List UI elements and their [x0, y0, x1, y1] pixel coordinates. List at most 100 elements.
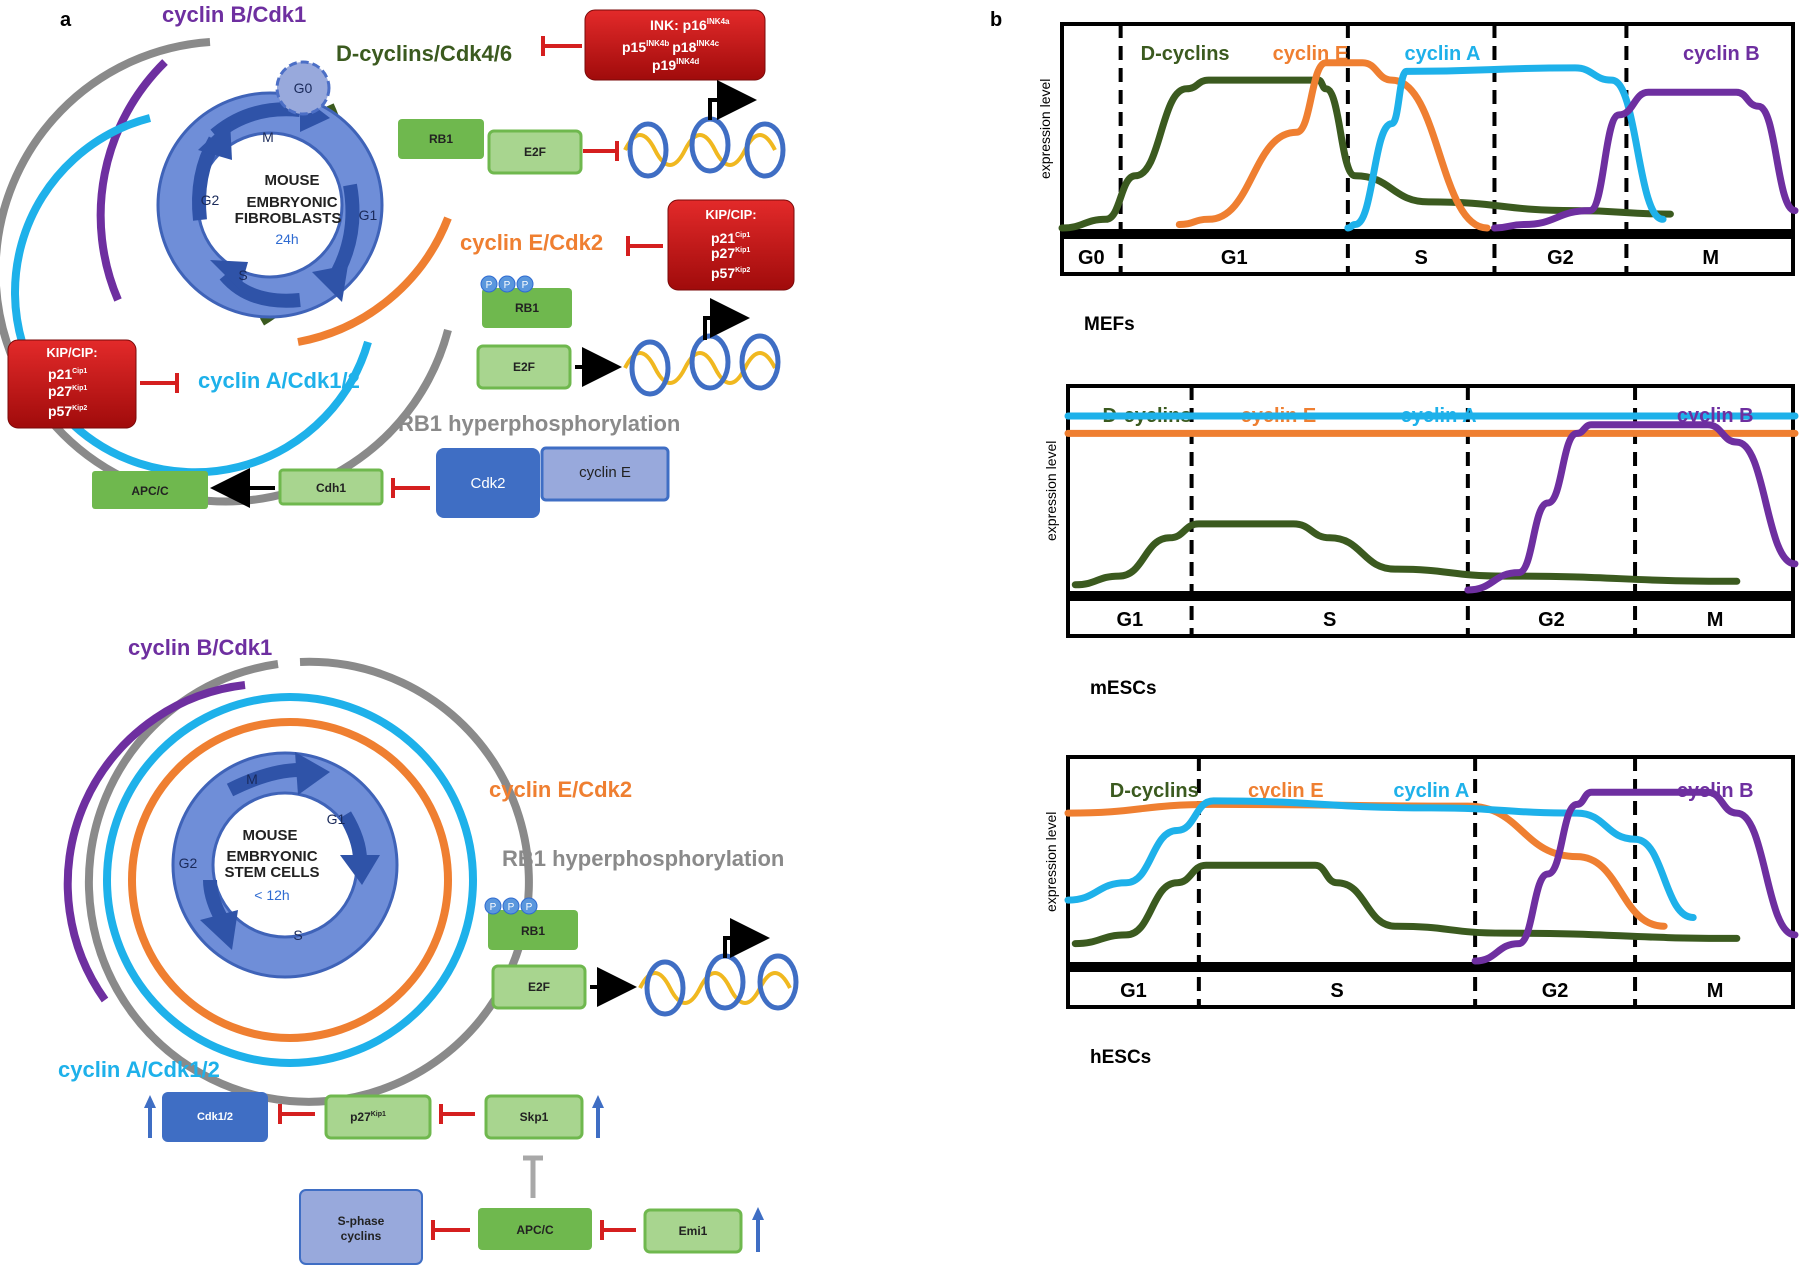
mef-e2f-box: [487, 129, 583, 175]
series-label: cyclin B: [1677, 405, 1754, 427]
esc-sphase-label-1: S-phase: [338, 1214, 385, 1228]
phase-label: G0: [1078, 247, 1105, 269]
esc-skp1-box: [484, 1094, 584, 1140]
chart-caption: mESCs: [1090, 678, 1157, 699]
phase-label: M: [1707, 980, 1724, 1002]
chart-caption: hESCs: [1090, 1047, 1151, 1068]
mef-duration: 24h: [275, 231, 298, 247]
mef-phase-m: M: [262, 129, 274, 145]
esc-cyclin-a-ring: [103, 693, 477, 1067]
series-line-cyclin-a: [1064, 797, 1697, 921]
phase-label: G1: [1116, 609, 1143, 631]
esc-apcc-box: [478, 1208, 592, 1250]
phase-label: S: [1414, 247, 1427, 269]
series-label: D-cyclins: [1141, 43, 1230, 65]
mef-phase-g2: G2: [201, 192, 220, 208]
svg-text:p57Kip2: p57Kip2: [711, 265, 750, 281]
mef-e2f-label: E2F: [524, 145, 546, 159]
series-label: cyclin B: [1677, 780, 1754, 802]
esc-sphase-label-2: cyclins: [341, 1229, 382, 1243]
phase-label: S: [1323, 609, 1336, 631]
phase-label: M: [1707, 609, 1724, 631]
kip-cip-box-left: KIP/CIP: p21Cip1 p27Kip1 p57Kip2: [7, 339, 137, 429]
mef-phase-g1: G1: [359, 207, 378, 223]
svg-text:P: P: [486, 280, 493, 291]
esc-cdk12-label: Cdk1/2: [197, 1111, 233, 1123]
esc-apcc-label: APC/C: [516, 1223, 554, 1237]
svg-text:p27Kip1: p27Kip1: [711, 245, 750, 261]
chart-frame: [1060, 22, 1795, 276]
esc-emi1-label: Emi1: [679, 1224, 708, 1238]
esc-cyclin-b-arc: [63, 681, 246, 1003]
series-line-cyclin-b: [1464, 421, 1799, 594]
ink-title: INK: p16INK4a: [650, 17, 730, 33]
mef-cdk2-label: Cdk2: [470, 475, 505, 492]
esc-duration: < 12h: [254, 887, 289, 903]
svg-text:KIP/CIP:: KIP/CIP:: [46, 345, 97, 360]
mef-apcc-box: [92, 471, 208, 509]
esc-p27-box: [324, 1094, 432, 1140]
mef-cyclin-e-box-label: cyclin E: [579, 464, 631, 481]
svg-text:P: P: [508, 902, 515, 913]
mef-cyclin-a-label: cyclin A/Cdk1/2: [198, 368, 360, 393]
series-label: cyclin A: [1401, 405, 1477, 427]
dna-coil-3: [638, 918, 799, 1017]
esc-cdk12-box: [162, 1092, 268, 1142]
esc-emi1-box: [643, 1208, 743, 1254]
mef-phase-s: S: [238, 267, 247, 283]
mef-g0-bubble: [275, 60, 331, 116]
esc-hyperphosphorylation-label: RB1 hyperphosphorylation: [502, 846, 784, 871]
mef-cell-label-line1: MOUSE: [264, 172, 319, 189]
series-line-cyclin-b: [1471, 788, 1799, 965]
panel-a-label: a: [60, 9, 72, 31]
phase-label: G2: [1538, 609, 1565, 631]
mef-cell-label-line2: EMBRYONIC: [246, 194, 337, 211]
kip-cip-box-right: KIP/CIP: p21Cip1 p27Kip1 p57Kip2: [667, 199, 795, 291]
phospho-1: [480, 275, 498, 293]
esc-phase-g1: G1: [327, 811, 346, 827]
mef-apcc-label: APC/C: [131, 484, 169, 498]
esc-cycle-diagram: M G1 G2 S MOUSE EMBRYONIC STEM CELLS < 1…: [63, 657, 533, 1106]
esc-phase-s: S: [293, 927, 302, 943]
series-label: cyclin E: [1273, 43, 1349, 65]
mef-dcyclin-label: D-cyclins/Cdk4/6: [336, 41, 512, 66]
esc-phase-g2: G2: [179, 855, 198, 871]
series-label: cyclin E: [1248, 780, 1324, 802]
svg-text:RB1: RB1: [515, 301, 539, 315]
chart-caption: MEFs: [1084, 314, 1135, 335]
y-axis-label: expression level: [1043, 812, 1059, 912]
mef-cyclin-e-arc: [297, 216, 452, 346]
svg-text:p21Cip1: p21Cip1: [711, 230, 750, 246]
mef-cyclin-e-box: [540, 446, 670, 502]
chart-frame: [1066, 755, 1795, 1009]
phase-label: M: [1702, 247, 1719, 269]
esc-cyclin-e-label: cyclin E/Cdk2: [489, 777, 632, 802]
series-label: cyclin B: [1683, 43, 1760, 65]
mef-cell-label-line3: FIBROBLASTS: [235, 210, 342, 227]
y-axis-label: expression level: [1037, 79, 1053, 179]
esc-cell-label-line1: MOUSE: [242, 827, 297, 844]
phase-label: G1: [1221, 247, 1248, 269]
esc-cyclin-a-label: cyclin A/Cdk1/2: [58, 1057, 220, 1082]
svg-text:KIP/CIP:: KIP/CIP:: [705, 207, 756, 222]
svg-text:p57Kip2: p57Kip2: [48, 403, 87, 419]
dna-coil-2: [623, 298, 781, 397]
svg-text:P: P: [522, 280, 529, 291]
mef-e2f-box-2: [476, 344, 572, 390]
series-line-d-cyclins: [1071, 861, 1741, 948]
phase-label: G1: [1120, 980, 1147, 1002]
mef-arrow-s: [219, 270, 301, 308]
series-label: D-cyclins: [1110, 780, 1199, 802]
svg-text:P: P: [504, 280, 511, 291]
series-label: cyclin A: [1405, 43, 1481, 65]
mef-hyperphosphorylation-label: RB1 hyperphosphorylation: [398, 411, 680, 436]
mef-rb1-phospho: RB1 P P P: [480, 275, 572, 328]
svg-text:P: P: [526, 902, 533, 913]
esc-p27-label: p27Kip1: [350, 1110, 386, 1124]
esc-cell-label-line3: STEM CELLS: [224, 864, 319, 881]
svg-text:p27Kip1: p27Kip1: [48, 383, 87, 399]
